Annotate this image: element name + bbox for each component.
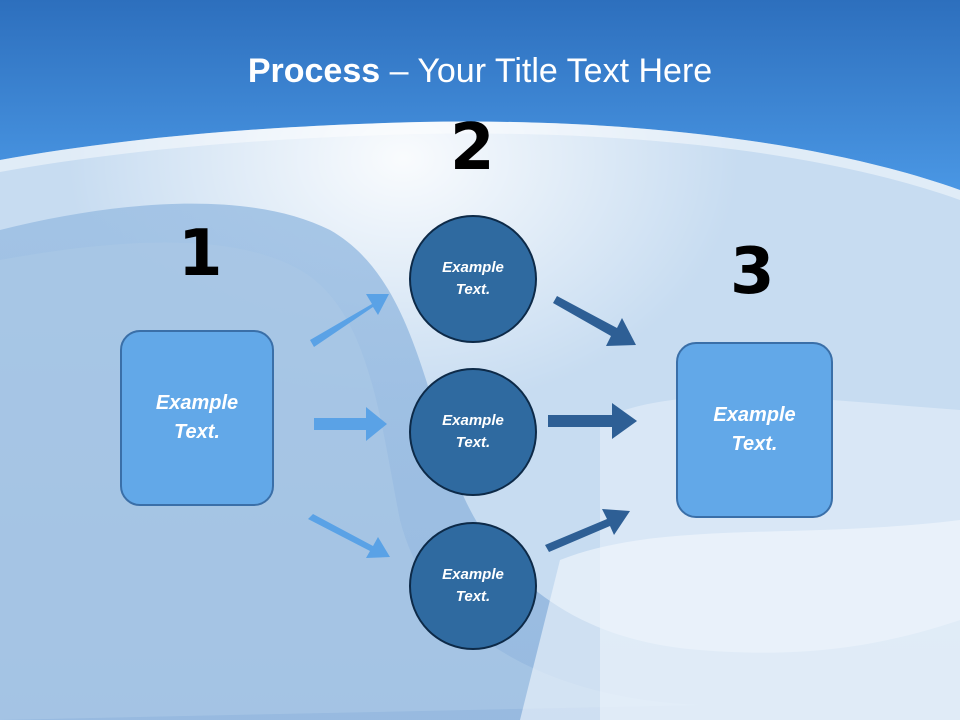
circle-middle-line2: Text. <box>455 434 491 451</box>
circle-bottom-line2: Text. <box>455 588 491 605</box>
step-number-2: 2 <box>450 111 495 185</box>
title-rest: Your Title Text Here <box>417 52 713 90</box>
left-box: Example Text. <box>120 330 274 506</box>
circle-top-line2: Text. <box>455 281 491 298</box>
step-number-3: 3 <box>730 235 775 309</box>
left-box-line1: Example <box>155 392 239 414</box>
circle-middle: Example Text. <box>409 368 537 496</box>
circle-bottom-line1: Example <box>442 565 504 583</box>
right-box: Example Text. <box>676 342 833 518</box>
title-dash: – <box>380 52 418 90</box>
right-box-line2: Text. <box>731 433 778 455</box>
title-bold: Process <box>247 52 381 90</box>
circle-bottom: Example Text. <box>409 522 537 650</box>
circle-middle-line1: Example <box>442 411 504 429</box>
circle-top: Example Text. <box>409 215 537 343</box>
right-box-line1: Example <box>713 404 796 426</box>
circle-top-line1: Example <box>442 258 504 276</box>
step-number-1: 1 <box>178 217 223 291</box>
left-box-line2: Text. <box>174 421 220 443</box>
slide-title: Process – Your Title Text Here <box>0 52 960 91</box>
